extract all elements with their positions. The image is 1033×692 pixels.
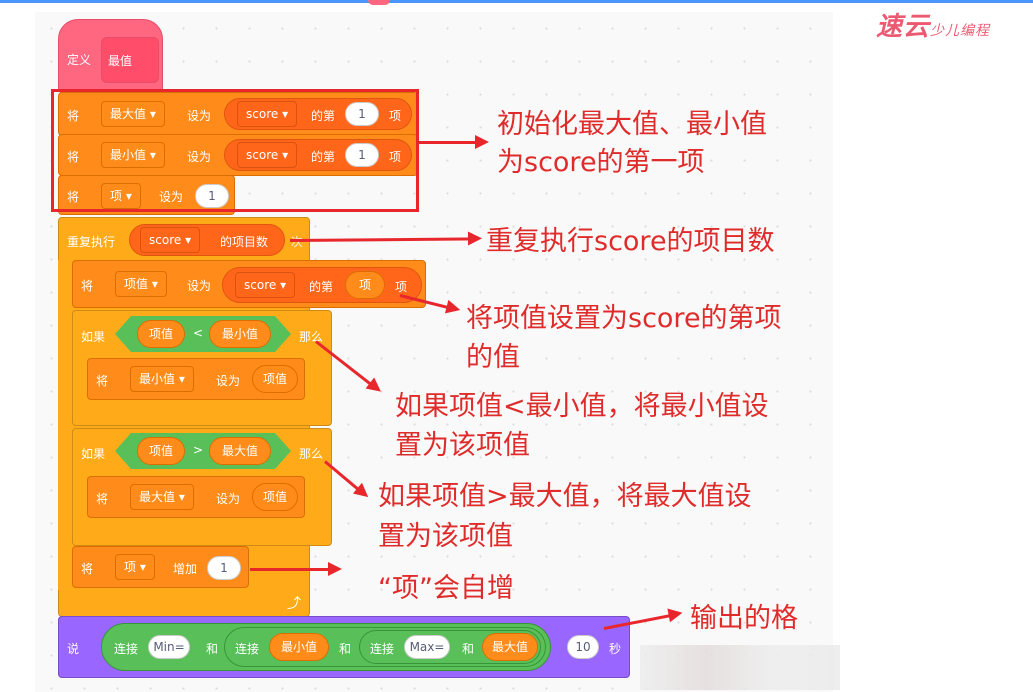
join-inner[interactable]: 连接 Max= 和 最大值 [359,630,541,664]
item-value-reporter[interactable]: 项值 [137,320,185,348]
max-value-reporter[interactable]: 最大值 [209,437,271,465]
define-name-slot[interactable]: 最值 [101,37,159,83]
max-text-input[interactable]: Max= [404,635,450,659]
join-outer[interactable]: 连接 Min= 和 连接 最小值 和 连接 Max= 和 最大值 [101,623,551,671]
item-value-reporter[interactable]: 项值 [137,437,185,465]
min-value-reporter[interactable]: 最小值 [209,320,271,348]
highlight-box [51,89,419,212]
annotation-init-1: 初始化最大值、最小值 [497,109,767,140]
list-dropdown[interactable]: score ▾ [235,272,296,298]
brand-logo: 速云少儿编程 [876,12,991,42]
variable-dropdown[interactable]: 最小值 ▾ [130,366,194,392]
set-max-block[interactable]: 将 最大值 ▾ 设为 score ▾ 的第 1 项 [58,92,418,136]
annotation-output: 输出的格 [690,603,798,634]
define-block[interactable]: 定义 最值 [58,19,163,93]
variable-dropdown[interactable]: 项值 ▾ [115,271,167,297]
set-min-block[interactable]: 将 最小值 ▾ 设为 score ▾ 的第 1 项 [58,134,418,176]
set-min-value-block[interactable]: 将 最小值 ▾ 设为 项值 [87,358,305,400]
index-input[interactable]: 1 [345,143,379,167]
annotation-max-1: 如果项值>最大值，将最大值设 [378,481,752,512]
repeat-arm [58,260,72,590]
set-item-value-block[interactable]: 将 项值 ▾ 设为 score ▾ 的第 项 项 [72,260,426,308]
value-input[interactable]: 1 [195,184,229,208]
min-text-input[interactable]: Min= [148,635,190,659]
arrow-icon [419,135,489,149]
list-dropdown[interactable]: score ▾ [237,101,298,127]
item-value-reporter[interactable]: 项值 [252,365,298,393]
list-dropdown[interactable]: score ▾ [237,142,298,168]
item-of-list-reporter[interactable]: score ▾ 的第 项 项 [222,267,422,303]
annotation-init-2: 为score的第一项 [497,147,705,178]
min-value-reporter[interactable]: 最小值 [269,633,329,661]
seconds-input[interactable]: 10 [567,635,599,659]
change-item-block[interactable]: 将 项 ▾ 增加 1 [72,546,249,588]
top-tab-indicator [368,0,390,5]
blurred-region [640,645,840,690]
annotation-min-1: 如果项值<最小值，将最小值设 [395,391,769,422]
variable-dropdown[interactable]: 最小值 ▾ [101,142,165,168]
join-middle[interactable]: 连接 最小值 和 连接 Max= 和 最大值 [224,627,546,667]
less-than-operator[interactable]: 项值 < 最小值 [115,316,291,352]
item-of-list-reporter[interactable]: score ▾ 的第 1 项 [224,139,412,171]
variable-dropdown[interactable]: 项 ▾ [101,183,141,209]
arrow-icon [250,562,342,576]
set-max-value-block[interactable]: 将 最大值 ▾ 设为 项值 [87,476,305,518]
variable-dropdown[interactable]: 项 ▾ [115,554,155,580]
annotation-increment: “项”会自增 [378,573,514,604]
top-bar [0,0,1033,3]
item-value-reporter[interactable]: 项值 [252,483,298,511]
variable-dropdown[interactable]: 最大值 ▾ [130,484,194,510]
annotation-repeat: 重复执行score的项目数 [486,226,775,257]
annotation-min-2: 置为该项值 [395,430,530,461]
variable-dropdown[interactable]: 最大值 ▾ [101,101,165,127]
annotation-set-2: 的值 [466,342,520,373]
list-length-reporter[interactable]: score ▾ 的项目数 [129,224,285,256]
index-input[interactable]: 1 [345,102,379,126]
greater-than-operator[interactable]: 项值 > 最大值 [115,433,291,469]
item-of-list-reporter[interactable]: score ▾ 的第 1 项 [224,98,412,130]
set-item-block[interactable]: 将 项 ▾ 设为 1 [58,175,235,215]
annotation-max-2: 置为该项值 [378,521,513,552]
annotation-set-1: 将项值设置为score的第项 [466,303,782,334]
loop-arrow-icon: ⤴ [287,596,301,612]
define-label: 定义 [67,53,92,67]
max-value-reporter[interactable]: 最大值 [482,633,538,661]
index-variable-reporter[interactable]: 项 [345,271,385,299]
say-block[interactable]: 说 连接 Min= 和 连接 最小值 和 连接 Max= 和 最大值 10 秒 [58,616,630,678]
change-amount-input[interactable]: 1 [207,556,241,580]
list-dropdown[interactable]: score ▾ [140,227,201,253]
